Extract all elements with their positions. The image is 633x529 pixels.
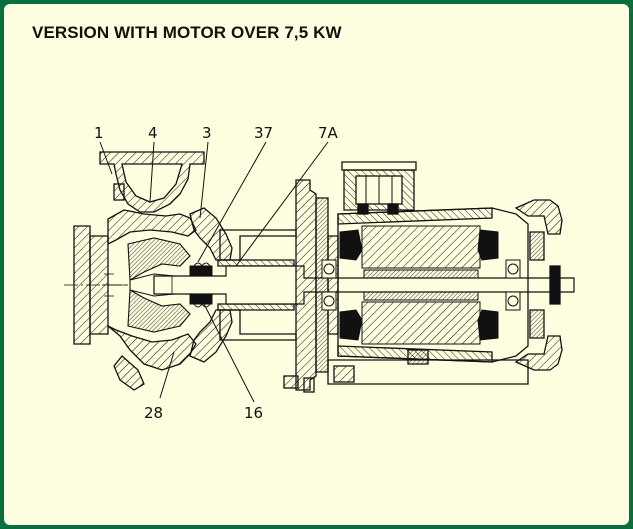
pump-casing <box>73 151 205 391</box>
figure-panel: VERSION WITH MOTOR OVER 7,5 KW <box>4 4 629 525</box>
bearings <box>321 259 521 311</box>
figure-title: VERSION WITH MOTOR OVER 7,5 KW <box>32 23 342 42</box>
callout-3: 3 <box>202 124 212 142</box>
stator <box>339 225 499 345</box>
callout-28: 28 <box>144 404 163 422</box>
fan-and-cover <box>514 199 563 371</box>
callout-1: 1 <box>94 124 104 142</box>
pump-cover-bracket <box>189 207 297 363</box>
terminal-box <box>341 161 417 215</box>
rotor <box>363 269 479 301</box>
callout-37: 37 <box>254 124 273 142</box>
pump-cross-section-diagram: 1 4 3 37 7A 28 16 <box>64 124 575 422</box>
callout-16: 16 <box>244 404 263 422</box>
motor-flange <box>283 179 339 393</box>
leader-lines <box>99 141 329 403</box>
callout-7a: 7A <box>318 124 339 142</box>
callout-4: 4 <box>148 124 158 142</box>
shaft <box>153 265 575 305</box>
motor-foot <box>327 349 529 385</box>
